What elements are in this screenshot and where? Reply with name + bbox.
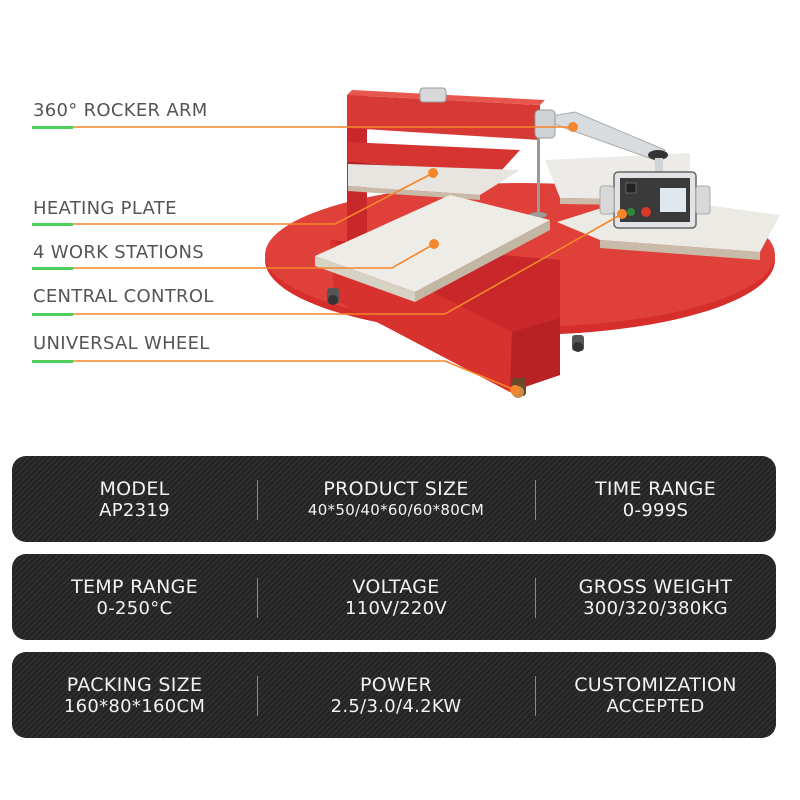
spec-value: 0-999S xyxy=(622,499,689,521)
callout-universal-wheel: UNIVERSAL WHEEL xyxy=(33,333,210,354)
spec-packing-size: PACKING SIZE 160*80*160CM xyxy=(12,652,257,738)
callout-heating-plate: HEATING PLATE xyxy=(33,198,177,219)
callout-work-stations: 4 WORK STATIONS xyxy=(33,242,204,263)
callout-underline-accent xyxy=(32,126,73,129)
divider xyxy=(257,676,258,716)
spec-bar-2: TEMP RANGE 0-250°C VOLTAGE 110V/220V GRO… xyxy=(12,554,776,640)
central-control-dot xyxy=(617,209,627,219)
spec-value: ACCEPTED xyxy=(606,695,705,717)
spec-value: 40*50/40*60/60*80CM xyxy=(307,500,485,519)
callout-central-control: CENTRAL CONTROL xyxy=(33,286,214,307)
divider xyxy=(257,480,258,520)
spec-time-range: TIME RANGE 0-999S xyxy=(535,456,776,542)
spec-title: PRODUCT SIZE xyxy=(323,477,469,500)
spec-bar-3: PACKING SIZE 160*80*160CM POWER 2.5/3.0/… xyxy=(12,652,776,738)
spec-title: GROSS WEIGHT xyxy=(578,575,733,598)
spec-title: POWER xyxy=(360,673,432,696)
callout-underline-accent xyxy=(32,360,73,363)
spec-title: VOLTAGE xyxy=(352,575,440,598)
spec-title: TEMP RANGE xyxy=(71,575,198,598)
spec-value: AP2319 xyxy=(99,499,170,521)
spec-title: CUSTOMIZATION xyxy=(574,673,737,696)
spec-title: PACKING SIZE xyxy=(66,673,203,696)
universal-wheel-dot xyxy=(510,385,520,395)
divider xyxy=(535,578,536,618)
wheel-icon xyxy=(327,288,584,398)
callout-underline-accent xyxy=(32,313,73,316)
spec-title: MODEL xyxy=(99,477,170,500)
callout-underline-accent xyxy=(32,223,73,226)
spec-model: MODEL AP2319 xyxy=(12,456,257,542)
heat-press-machine-image xyxy=(73,87,780,398)
spec-gross-weight: GROSS WEIGHT 300/320/380KG xyxy=(535,554,776,640)
spec-value: 0-250°C xyxy=(96,597,173,619)
spec-value: 2.5/3.0/4.2KW xyxy=(330,695,462,717)
spec-product-size: PRODUCT SIZE 40*50/40*60/60*80CM xyxy=(257,456,535,542)
divider xyxy=(535,676,536,716)
divider xyxy=(535,480,536,520)
spec-customization: CUSTOMIZATION ACCEPTED xyxy=(535,652,776,738)
divider xyxy=(257,578,258,618)
spec-value: 160*80*160CM xyxy=(63,695,206,717)
spec-power: POWER 2.5/3.0/4.2KW xyxy=(257,652,535,738)
heating-plate-dot xyxy=(428,168,438,178)
work-stations-dot xyxy=(429,239,439,249)
spec-value: 110V/220V xyxy=(344,597,448,619)
spec-bar-1: MODEL AP2319 PRODUCT SIZE 40*50/40*60/60… xyxy=(12,456,776,542)
callout-underline-accent xyxy=(32,267,73,270)
spec-voltage: VOLTAGE 110V/220V xyxy=(257,554,535,640)
spec-title: TIME RANGE xyxy=(594,477,717,500)
spec-value: 300/320/380KG xyxy=(583,597,728,619)
spec-temp-range: TEMP RANGE 0-250°C xyxy=(12,554,257,640)
rocker-arm-dot xyxy=(568,122,578,132)
callout-rocker-arm: 360° ROCKER ARM xyxy=(33,100,208,121)
